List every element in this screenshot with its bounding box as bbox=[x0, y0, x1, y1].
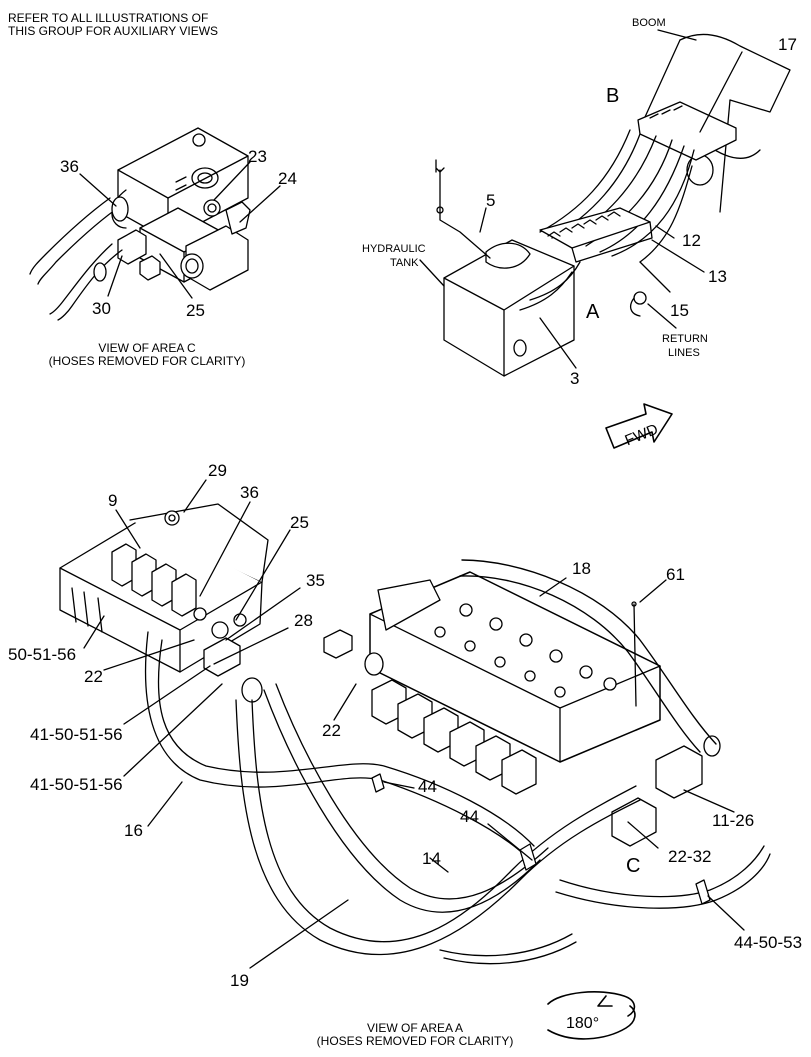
refer-note: REFER TO ALL ILLUSTRATIONS OF THIS GROUP… bbox=[8, 12, 218, 38]
refer-note-line2: THIS GROUP FOR AUXILIARY VIEWS bbox=[8, 24, 219, 38]
rotation-label: 180° bbox=[566, 1015, 599, 1032]
callout-23: 23 bbox=[248, 147, 267, 166]
callout-28: 28 bbox=[294, 611, 313, 630]
return-lines-label-line1: RETURN bbox=[662, 333, 708, 345]
view-a-caption-line2: (HOSES REMOVED FOR CLARITY) bbox=[316, 1034, 514, 1048]
callout-9: 9 bbox=[108, 491, 117, 510]
callout-35: 35 bbox=[306, 571, 325, 590]
area-a-label: A bbox=[586, 301, 600, 323]
callout-18: 18 bbox=[572, 559, 591, 578]
callout-12: 12 bbox=[682, 231, 701, 250]
area-b-label: B bbox=[606, 85, 619, 107]
callout-3: 3 bbox=[570, 369, 579, 388]
callout-41-50-51-56-a: 41-50-51-56 bbox=[30, 725, 123, 744]
callout-41-50-51-56-b: 41-50-51-56 bbox=[30, 775, 123, 794]
callout-61: 61 bbox=[666, 565, 685, 584]
machine-overview bbox=[419, 29, 791, 377]
callout-22-32: 22-32 bbox=[668, 847, 711, 866]
rotation-arrow bbox=[547, 991, 636, 1040]
view-a-caption-line1: VIEW OF AREA A bbox=[366, 1021, 464, 1035]
boom-label: BOOM bbox=[632, 17, 666, 29]
view-c-caption-line2: (HOSES REMOVED FOR CLARITY) bbox=[48, 354, 246, 368]
callout-17: 17 bbox=[778, 35, 797, 54]
view-c-assembly bbox=[29, 127, 281, 321]
callout-30: 30 bbox=[92, 299, 111, 318]
hydraulic-tank-label-line1: HYDRAULIC bbox=[362, 243, 426, 255]
callout-29: 29 bbox=[208, 461, 227, 480]
callout-22-right: 22 bbox=[322, 721, 341, 740]
callout-13: 13 bbox=[708, 267, 727, 286]
callout-44-50-53: 44-50-53 bbox=[734, 933, 802, 952]
callout-44-b: 44 bbox=[460, 807, 479, 826]
callout-15: 15 bbox=[670, 301, 689, 320]
area-c-label: C bbox=[626, 855, 640, 877]
view-a-assembly bbox=[59, 479, 771, 969]
refer-note-line1: REFER TO ALL ILLUSTRATIONS OF bbox=[8, 11, 209, 25]
view-c-caption-line1: VIEW OF AREA C bbox=[98, 341, 196, 355]
callout-14: 14 bbox=[422, 849, 441, 868]
fwd-arrow bbox=[605, 403, 673, 449]
view-c-caption: VIEW OF AREA C (HOSES REMOVED FOR CLARIT… bbox=[32, 342, 262, 368]
callout-22-left: 22 bbox=[84, 667, 103, 686]
callout-19: 19 bbox=[230, 971, 249, 990]
callout-50-51-56: 50-51-56 bbox=[8, 645, 76, 664]
view-a-caption: VIEW OF AREA A (HOSES REMOVED FOR CLARIT… bbox=[300, 1022, 530, 1048]
callout-25-top: 25 bbox=[186, 301, 205, 320]
callout-11-26: 11-26 bbox=[712, 811, 754, 830]
callout-24: 24 bbox=[278, 169, 297, 188]
callout-44-a: 44 bbox=[418, 777, 437, 796]
return-lines-label-line2: LINES bbox=[668, 347, 700, 359]
callout-16: 16 bbox=[124, 821, 143, 840]
hydraulic-tank-label-line2: TANK bbox=[390, 257, 419, 269]
callout-36-top: 36 bbox=[60, 157, 79, 176]
callout-25-mid: 25 bbox=[290, 513, 309, 532]
callout-36-mid: 36 bbox=[240, 483, 259, 502]
callout-5: 5 bbox=[486, 191, 495, 210]
